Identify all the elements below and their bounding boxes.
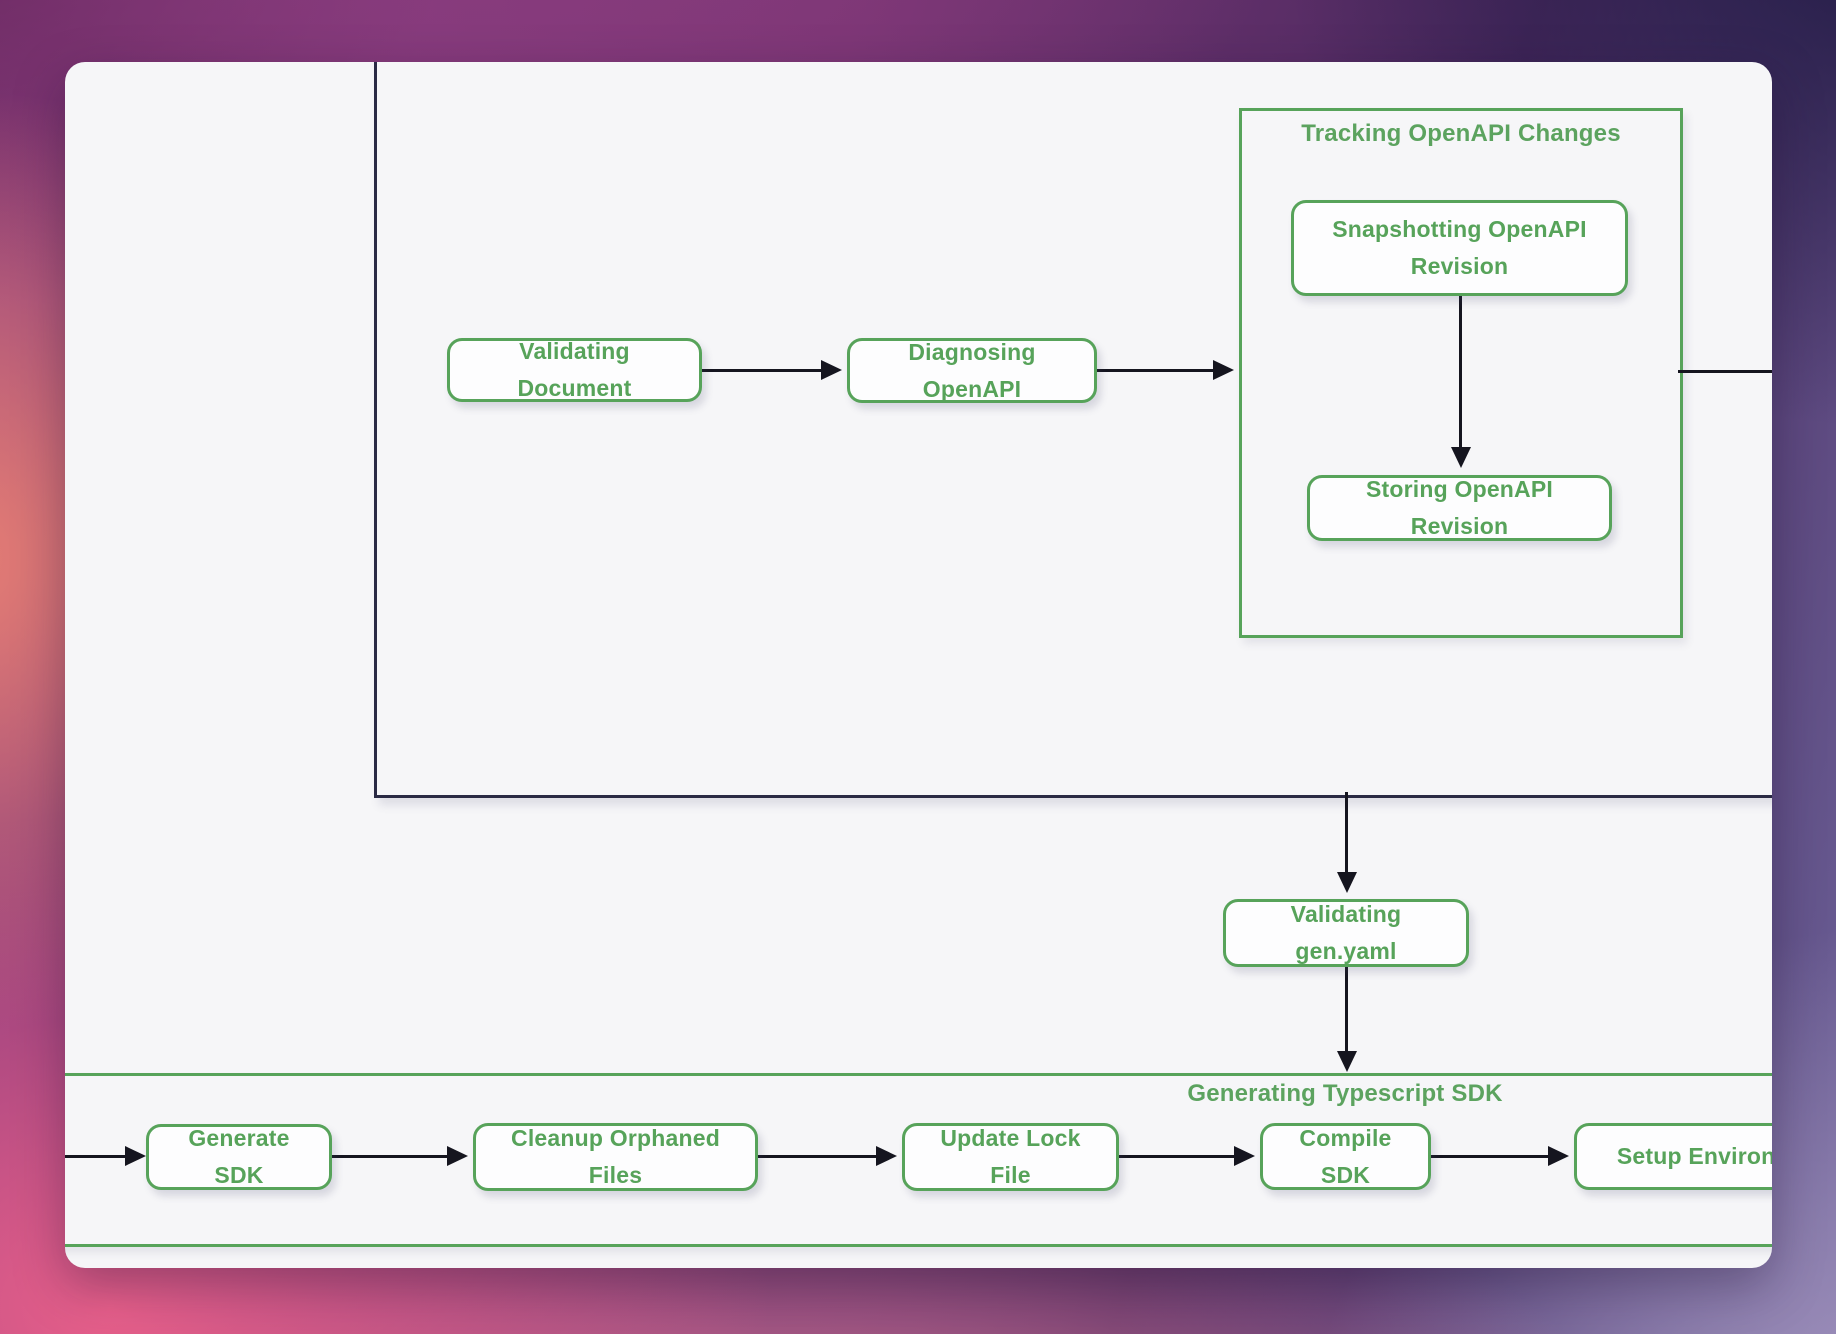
diagram-card: Tracking OpenAPI Changes Generating Type… xyxy=(65,62,1772,1268)
edge-diagnosing-to-tracking xyxy=(1097,369,1213,372)
edge-offscreen-to-generate-sdk xyxy=(65,1155,125,1158)
arrowhead-into-cleanup xyxy=(447,1146,468,1166)
edge-cleanup-to-update xyxy=(758,1155,876,1158)
arrowhead-into-diagnosing xyxy=(821,360,842,380)
edge-generate-to-cleanup xyxy=(332,1155,447,1158)
arrowhead-into-update-lock-file xyxy=(876,1146,897,1166)
node-diagnosing-openapi: Diagnosing OpenAPI xyxy=(847,338,1097,403)
node-storing-openapi-revision: Storing OpenAPI Revision xyxy=(1307,475,1612,541)
edge-validating-to-diagnosing xyxy=(702,369,821,372)
cluster-generating-typescript-sdk xyxy=(65,1073,1772,1247)
arrowhead-into-generating-cluster xyxy=(1337,1051,1357,1072)
cluster-generating-title: Generating Typescript SDK xyxy=(1187,1080,1503,1107)
edge-outer-to-validating-gen-yaml xyxy=(1345,792,1348,873)
arrowhead-into-validating-gen-yaml xyxy=(1337,872,1357,893)
node-setup-environment: Setup Environment xyxy=(1574,1123,1772,1190)
node-update-lock-file: Update Lock File xyxy=(902,1123,1119,1191)
node-validating-document: Validating Document xyxy=(447,338,702,402)
edge-update-to-compile xyxy=(1119,1155,1234,1158)
edge-tracking-to-offscreen-right xyxy=(1678,370,1772,373)
cluster-tracking-openapi-changes: Tracking OpenAPI Changes xyxy=(1239,108,1683,638)
edge-validating-gen-yaml-to-generating xyxy=(1345,967,1348,1052)
arrowhead-into-generate-sdk xyxy=(125,1146,146,1166)
arrowhead-into-compile-sdk xyxy=(1234,1146,1255,1166)
cluster-tracking-title: Tracking OpenAPI Changes xyxy=(1301,120,1621,147)
arrowhead-into-tracking-cluster xyxy=(1213,360,1234,380)
node-snapshotting-openapi-revision: Snapshotting OpenAPI Revision xyxy=(1291,200,1628,296)
node-generate-sdk: Generate SDK xyxy=(146,1124,332,1190)
node-cleanup-orphaned-files: Cleanup Orphaned Files xyxy=(473,1123,758,1191)
edge-compile-to-setup xyxy=(1431,1155,1548,1158)
node-compile-sdk: Compile SDK xyxy=(1260,1123,1431,1190)
outer-workflow-cluster xyxy=(374,62,1772,798)
arrowhead-into-setup-environment xyxy=(1548,1146,1569,1166)
arrowhead-into-storing xyxy=(1451,447,1471,468)
edge-snapshotting-to-storing xyxy=(1459,296,1462,448)
node-validating-gen-yaml: Validating gen.yaml xyxy=(1223,899,1469,967)
